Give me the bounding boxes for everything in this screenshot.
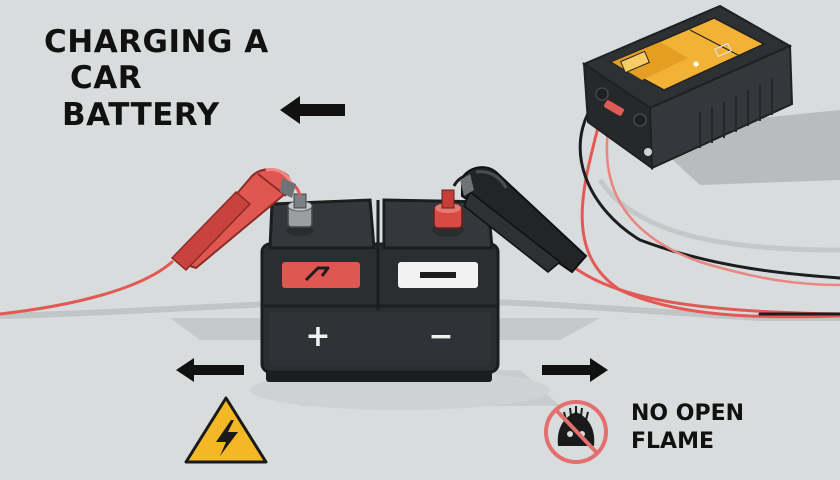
car-battery (260, 198, 500, 382)
charger-indicator-lights (677, 42, 732, 75)
negative-clamp (452, 166, 588, 274)
battery-cap-left (268, 198, 376, 250)
title-line-2: CAR (70, 60, 143, 96)
no-flame-label-line-2: FLAME (631, 429, 714, 454)
negative-cable-right (578, 98, 840, 280)
title-line-1: CHARGING A (44, 24, 269, 60)
no-flame-icon (544, 400, 608, 464)
title-line-3: BATTERY (62, 97, 220, 133)
positive-cable-left (0, 260, 174, 316)
electrical-hazard-icon (184, 396, 268, 464)
charging-cables (0, 98, 840, 319)
battery-terminals (286, 189, 464, 237)
positive-symbol: + (305, 319, 331, 354)
battery-charger (581, 4, 794, 170)
charger-red-lead (605, 116, 840, 287)
arrow-left-icon (176, 358, 244, 382)
positive-clamp (170, 168, 302, 272)
negative-symbol: − (428, 319, 454, 354)
arrow-left-icon (280, 96, 345, 124)
no-flame-label-line-1: NO OPEN (631, 401, 745, 426)
arrow-right-icon (542, 358, 608, 382)
